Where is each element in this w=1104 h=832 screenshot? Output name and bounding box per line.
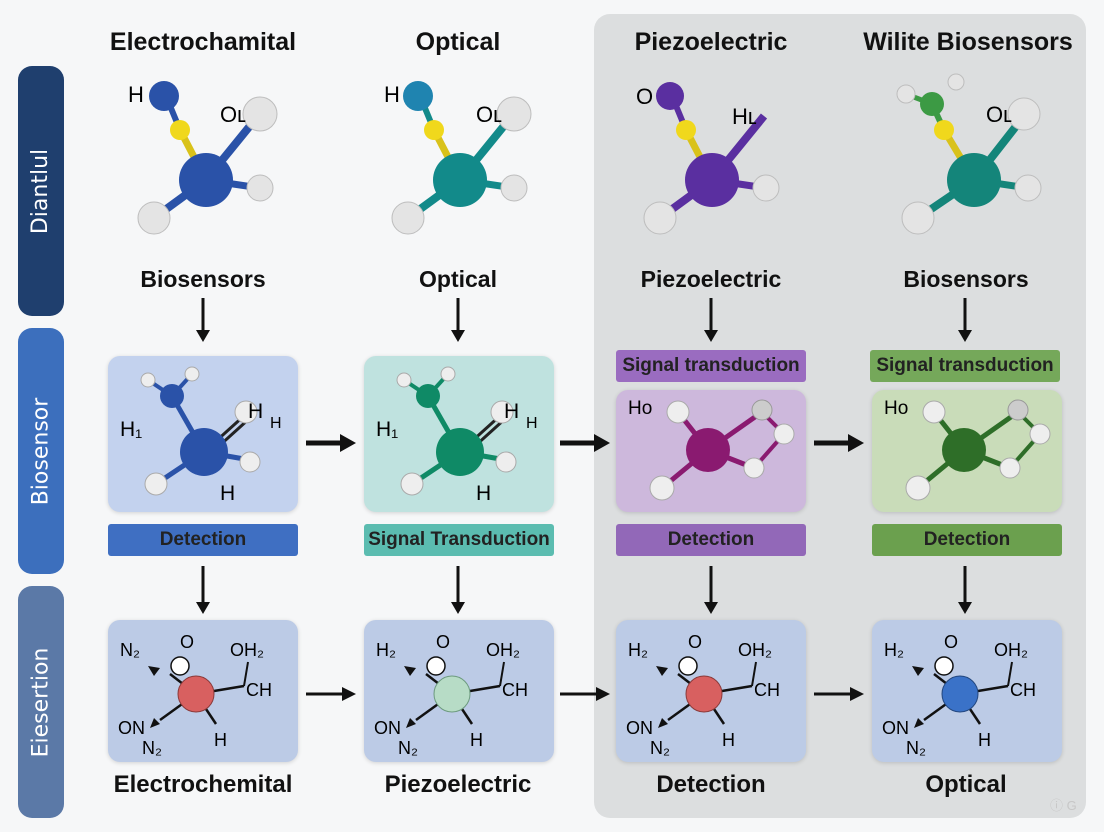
right-arrow (814, 687, 864, 701)
svg-text:O: O (688, 632, 702, 652)
stage-label-2: Optical (419, 266, 497, 292)
molecule-top-1: H Oʟ (118, 72, 298, 262)
svg-text:H₂: H₂ (884, 640, 904, 660)
svg-text:H: H (722, 730, 735, 750)
svg-text:H₁: H₁ (120, 418, 142, 441)
molecule-box-mid-3: Ho (616, 390, 806, 512)
svg-text:CH: CH (1010, 680, 1036, 700)
footer-label-4: Optical (925, 771, 1007, 798)
svg-text:H₂: H₂ (376, 640, 396, 660)
badge-detection-4: Detection (872, 524, 1062, 556)
badge-detection-3: Detection (616, 524, 806, 556)
right-arrow (306, 434, 356, 452)
svg-text:H: H (220, 482, 235, 505)
column-title-4: Wilite Biosensors (863, 28, 1073, 56)
footer-label-2: Piezoelectric (384, 771, 532, 798)
down-arrow (704, 566, 718, 614)
atom-label: Oʟ (220, 102, 246, 127)
structure-box-bottom-1: N₂ O OH₂ CH ON N₂ H (108, 620, 298, 762)
svg-text:H: H (214, 730, 227, 750)
right-arrow (814, 434, 864, 452)
atom-label: H (128, 82, 144, 107)
badge-detection-1: Detection (108, 524, 298, 556)
molecule-box-mid-4: Ho (872, 390, 1062, 512)
down-arrow (704, 298, 718, 342)
molecule-box-mid-2: H₁ H H H (364, 356, 554, 512)
atom-label: Oʟ (476, 102, 502, 127)
structure-box-bottom-3: H₂ O OH₂ CH ON N₂ H (616, 620, 806, 762)
structure-box-bottom-2: H₂ O OH₂ CH ON N₂ H (364, 620, 554, 762)
atom-label: O (636, 84, 653, 109)
footer-label-3: Detection (656, 771, 766, 798)
molecule-top-2: H Oʟ (374, 72, 554, 262)
atom-label: Oʟ (986, 102, 1012, 127)
svg-text:OH₂: OH₂ (994, 640, 1028, 660)
down-arrow (958, 566, 972, 614)
svg-text:ON: ON (374, 718, 401, 738)
structure-box-bottom-4: H₂ O OH₂ CH ON N₂ H (872, 620, 1062, 762)
svg-text:O: O (180, 632, 194, 652)
svg-text:H₁: H₁ (376, 418, 398, 441)
column-title-2: Optical (415, 28, 501, 56)
svg-text:CH: CH (502, 680, 528, 700)
molecule-top-3: O Hʟ (626, 72, 806, 262)
row-tab-eiesertion: Eiesertion (18, 586, 64, 818)
stage-label-1: Biosensors (140, 266, 266, 292)
svg-text:H₂: H₂ (628, 640, 648, 660)
svg-text:H: H (504, 400, 519, 423)
svg-text:N₂: N₂ (906, 738, 926, 758)
molecule-box-mid-1: H₁ H H H (108, 356, 298, 512)
svg-text:Ho: Ho (884, 398, 908, 419)
atom-label: H (384, 82, 400, 107)
svg-text:N₂: N₂ (120, 640, 140, 660)
svg-text:H: H (470, 730, 483, 750)
pre-badge-signal-transduction-4: Signal transduction (870, 350, 1060, 382)
right-arrow (306, 687, 356, 701)
down-arrow (196, 566, 210, 614)
svg-text:ON: ON (882, 718, 909, 738)
svg-text:O: O (944, 632, 958, 652)
row-tab-diantlul: Diantlul (18, 66, 64, 316)
svg-text:H: H (248, 400, 263, 423)
right-arrow (560, 687, 610, 701)
stage-label-3: Piezoelectric (640, 266, 782, 292)
watermark: ⓘ G (1050, 798, 1077, 813)
badge-signal-transduction-2: Signal Transduction (364, 524, 554, 556)
svg-text:OH₂: OH₂ (738, 640, 772, 660)
svg-text:H: H (526, 415, 538, 432)
right-arrow (560, 434, 610, 452)
footer-label-1: Electrochemital (113, 771, 293, 798)
svg-text:H: H (476, 482, 491, 505)
atom-label: Hʟ (732, 104, 757, 129)
svg-text:CH: CH (754, 680, 780, 700)
pre-badge-signal-transduction-3: Signal transduction (616, 350, 806, 382)
svg-text:OH₂: OH₂ (486, 640, 520, 660)
column-title-1: Electrochamital (109, 28, 297, 56)
svg-text:H: H (270, 415, 282, 432)
down-arrow (451, 566, 465, 614)
svg-text:CH: CH (246, 680, 272, 700)
stage-label-4: Biosensors (903, 266, 1029, 292)
svg-text:ON: ON (118, 718, 145, 738)
column-title-3: Piezoelectric (634, 28, 788, 56)
down-arrow (451, 298, 465, 342)
svg-text:ON: ON (626, 718, 653, 738)
down-arrow (196, 298, 210, 342)
svg-text:H: H (978, 730, 991, 750)
molecule-top-4: Oʟ (882, 72, 1062, 262)
svg-text:O: O (436, 632, 450, 652)
svg-text:OH₂: OH₂ (230, 640, 264, 660)
row-tab-biosensor: Biosensor (18, 328, 64, 574)
svg-text:Ho: Ho (628, 398, 652, 419)
svg-text:N₂: N₂ (142, 738, 162, 758)
down-arrow (958, 298, 972, 342)
svg-text:N₂: N₂ (650, 738, 670, 758)
svg-text:N₂: N₂ (398, 738, 418, 758)
